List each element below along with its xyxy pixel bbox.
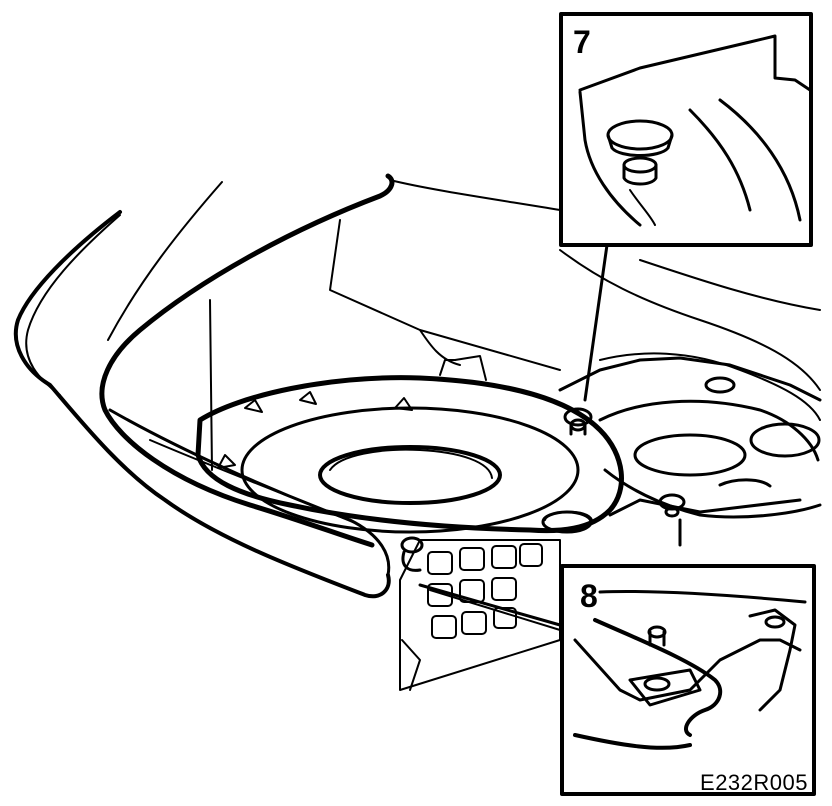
callout-8-label: 8 — [580, 578, 598, 614]
inset-7-detail — [578, 34, 812, 227]
bolt-8-main-view — [400, 536, 424, 572]
callout-leader-lines — [418, 243, 609, 631]
inset-8-frame — [560, 564, 816, 796]
inset-7-frame — [559, 12, 813, 247]
flywheel-housing — [195, 355, 624, 534]
bolt-main-view-lower — [658, 493, 686, 547]
engine-block — [558, 356, 822, 519]
inset-8-detail — [573, 590, 807, 750]
reference-code: E232R005 — [700, 770, 808, 795]
lower-grille — [399, 539, 561, 691]
body-panel — [13, 173, 395, 599]
callout-7-label: 7 — [573, 24, 591, 60]
bolt-7-main-view — [563, 407, 593, 436]
